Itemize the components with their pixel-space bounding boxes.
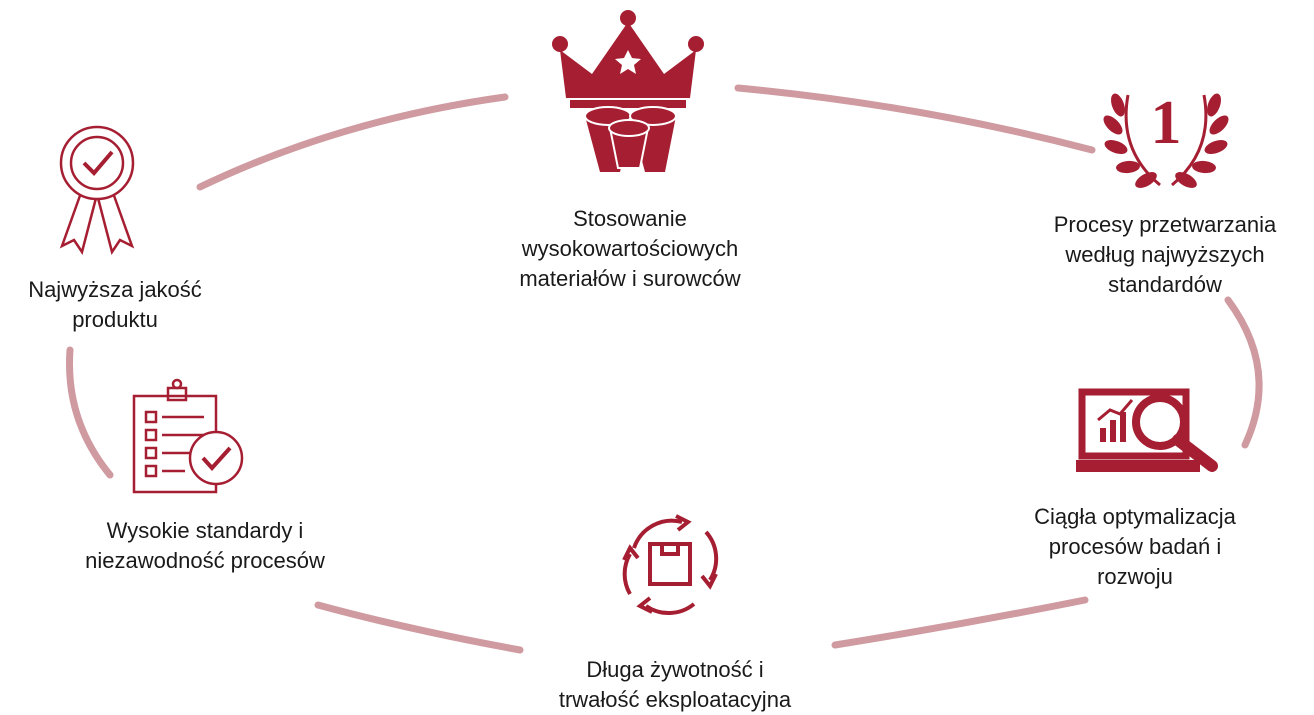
ring-arc-optimization-durability bbox=[831, 596, 1089, 649]
node-label-line: Najwyższa jakość bbox=[28, 277, 202, 302]
node-label-durability: Długa żywotność i trwałość eksploatacyjn… bbox=[515, 655, 835, 715]
node-label-line: Stosowanie bbox=[573, 206, 687, 231]
node-label-line: trwałość eksploatacyjna bbox=[558, 687, 792, 712]
node-label-standards: Wysokie standardy i niezawodność procesó… bbox=[55, 516, 355, 576]
award-ribbon-check-icon bbox=[59, 125, 135, 256]
node-label-line: według najwyższych bbox=[1065, 242, 1265, 267]
node-label-line: rozwoju bbox=[1097, 564, 1173, 589]
laptop-analytics-magnifier-icon bbox=[1076, 388, 1218, 472]
node-label-line: Wysokie standardy i bbox=[106, 518, 304, 543]
node-label-line: procesów badań i bbox=[1048, 534, 1222, 559]
node-label-line: materiałów i surowców bbox=[519, 266, 741, 291]
ring-arc-materials-processes bbox=[734, 84, 1096, 154]
node-label-line: Ciągła optymalizacja bbox=[1034, 504, 1236, 529]
node-label-processes: Procesy przetwarzania według najwyższych… bbox=[1025, 210, 1305, 300]
cycle-ring bbox=[66, 84, 1263, 654]
ring-arc-processes-optimization bbox=[1224, 296, 1263, 449]
laurel-number-badge: 1 bbox=[1150, 89, 1182, 157]
ring-arc-durability-standards bbox=[314, 601, 524, 654]
ring-arc-quality-materials bbox=[196, 93, 509, 191]
node-label-line: wysokowartościowych bbox=[521, 236, 739, 261]
node-label-line: niezawodność procesów bbox=[85, 548, 325, 573]
node-label-line: produktu bbox=[72, 307, 158, 332]
node-label-line: Długa żywotność i bbox=[586, 657, 764, 682]
laurel-number-one-icon bbox=[1103, 93, 1229, 188]
node-label-optimization: Ciągła optymalizacja procesów badań i ro… bbox=[995, 502, 1275, 592]
ring-arc-standards-quality bbox=[66, 346, 114, 479]
crown-cups-icon bbox=[552, 10, 704, 172]
node-label-materials: Stosowanie wysokowartościowych materiałó… bbox=[470, 204, 790, 294]
node-label-quality: Najwyższa jakość produktu bbox=[0, 275, 230, 335]
node-label-line: Procesy przetwarzania bbox=[1053, 212, 1277, 237]
clipboard-checklist-icon bbox=[132, 378, 244, 494]
node-label-line: standardów bbox=[1108, 272, 1222, 297]
box-cycle-arrows-icon bbox=[622, 514, 719, 616]
